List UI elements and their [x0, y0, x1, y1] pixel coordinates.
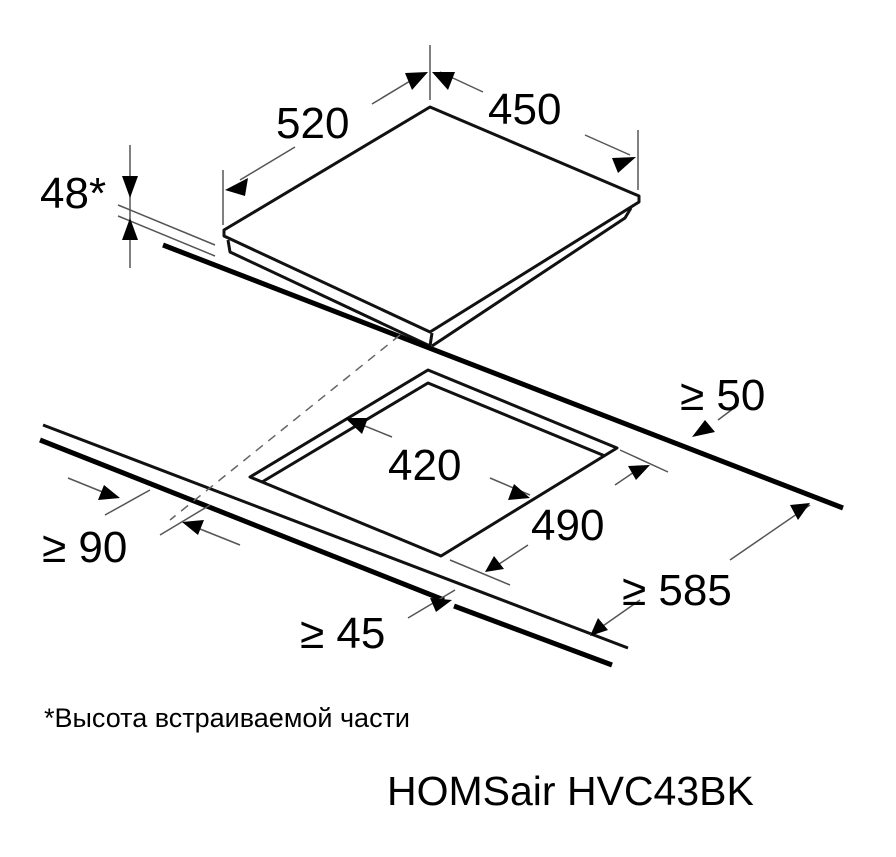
label-hob-depth: 520: [276, 99, 349, 148]
worktop-front-edge: [39, 423, 629, 668]
hob-outline: [222, 105, 641, 348]
label-front-clearance: ≥ 45: [300, 609, 385, 658]
worktop-rear-edge: [162, 242, 844, 511]
label-cutout-width: 420: [388, 441, 461, 490]
projection-line: [169, 334, 401, 521]
model-title: HOMSair HVC43BK: [387, 768, 754, 814]
label-rear-clearance: ≥ 50: [680, 371, 765, 420]
label-worktop-depth: ≥ 585: [622, 566, 732, 615]
arrowheads: [98, 72, 810, 636]
label-hob-width: 450: [488, 85, 561, 134]
label-hob-height: 48*: [40, 169, 106, 218]
footnote: *Высота встраиваемой части: [44, 703, 410, 733]
label-side-clearance: ≥ 90: [42, 523, 127, 572]
cutout-outline: [248, 368, 619, 558]
label-cutout-depth: 490: [531, 501, 604, 550]
